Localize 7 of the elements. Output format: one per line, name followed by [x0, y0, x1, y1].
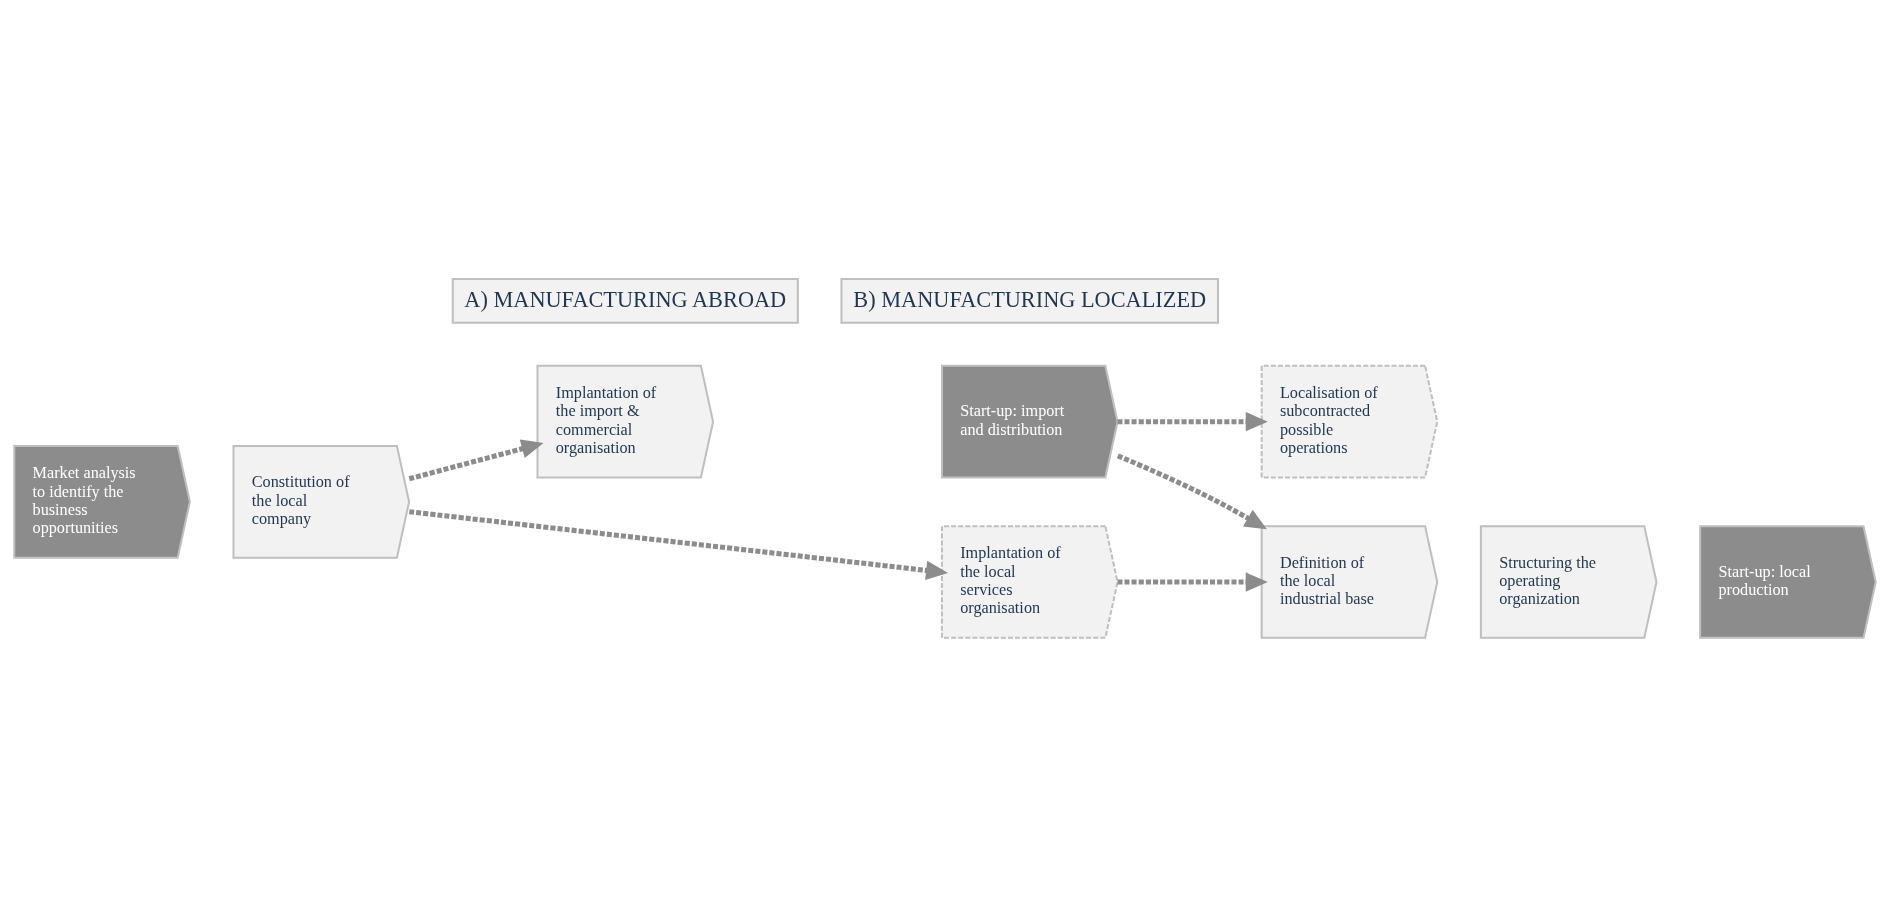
- node-box: B) MANUFACTURING LOCALIZED: [840, 278, 1220, 324]
- arrow: [1116, 453, 1267, 530]
- node-box: A) MANUFACTURING ABROAD: [451, 278, 799, 324]
- arrow: [1117, 412, 1268, 432]
- arrow: [409, 509, 949, 580]
- arrow: [1117, 572, 1268, 592]
- arrow: [408, 439, 544, 482]
